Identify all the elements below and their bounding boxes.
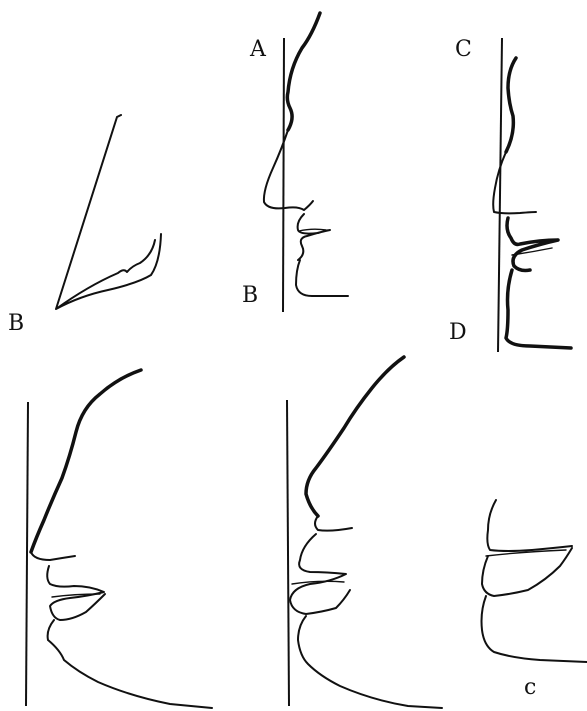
- chin-stroke-cd: [506, 270, 571, 348]
- chin-stroke-left: [48, 620, 212, 708]
- lips-stroke-left: [47, 566, 105, 620]
- upper-lip-stroke-fragment: [487, 500, 572, 551]
- label-b-upper: B: [8, 311, 24, 336]
- nose-stroke-middle: [315, 516, 352, 531]
- reference-line-ab: [283, 38, 284, 312]
- panel-profile-cd: C D: [449, 37, 571, 352]
- panel-lips-fragment: c: [482, 500, 587, 700]
- panel-large-profile-left: [26, 370, 212, 708]
- label-c-lower: c: [524, 675, 536, 700]
- reference-line-cd: [498, 38, 502, 352]
- panel-nose-outline: B: [8, 115, 161, 336]
- reference-line-middle: [287, 400, 289, 706]
- reference-line-left: [26, 402, 28, 706]
- forehead-stroke-cd: [506, 58, 516, 152]
- label-b-lower: B: [242, 283, 258, 308]
- lips-stroke-ab: [298, 214, 330, 260]
- label-a: A: [249, 37, 267, 62]
- panel-large-profile-middle: [287, 357, 442, 708]
- chin-stroke-ab: [296, 260, 348, 296]
- label-d: D: [449, 320, 467, 345]
- nose-outline-stroke: [56, 115, 161, 309]
- lips-stroke-middle: [290, 534, 350, 614]
- nose-stroke-ab: [264, 130, 313, 210]
- forehead-stroke-left: [31, 370, 141, 552]
- lip-line-ab: [299, 229, 326, 231]
- lips-stroke-cd: [507, 218, 558, 271]
- nose-stroke-left: [31, 552, 75, 560]
- panel-profile-ab: A B: [242, 13, 348, 312]
- chin-stroke-middle: [298, 616, 442, 708]
- label-c-upper: C: [455, 37, 472, 62]
- forehead-stroke-middle: [306, 357, 404, 516]
- chin-stroke-fragment: [482, 596, 587, 662]
- forehead-stroke-ab: [287, 13, 320, 130]
